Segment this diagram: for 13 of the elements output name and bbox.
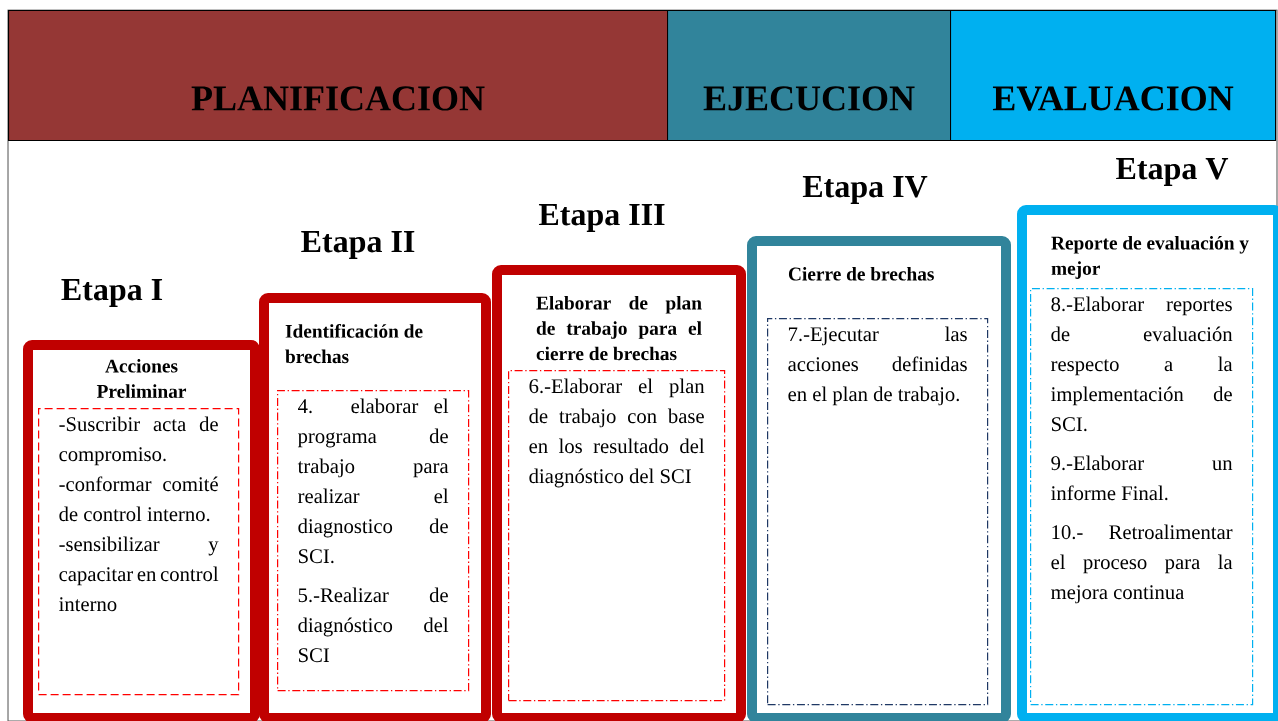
phase-band: EVALUACION xyxy=(950,10,1277,142)
step-box: -Suscribir acta de compromiso. -conformar comité de control interno. -sensibilizar y capacitar en control interno xyxy=(38,408,240,696)
step-box: 6.-Elaborar el plan de trabajo con base en los resultado del diagnóstico del SCI xyxy=(508,370,726,702)
stage-title: Etapa IV xyxy=(802,176,928,204)
stage-title: Etapa II xyxy=(301,231,415,259)
step-box: 8.-Elaborar reportes de evaluación respecto a la implementación de SCI. 9.-Elaborar un informe Final. 10.- Retroalimentar el proceso para la mejora continua xyxy=(1030,288,1254,706)
stage-title: Etapa I xyxy=(61,279,163,307)
step-box: 7.-Ejecutar las acciones definidas en el plan de trabajo. xyxy=(767,318,989,706)
stage-title: Etapa V xyxy=(1116,158,1229,186)
phase-band: EJECUCION xyxy=(667,10,952,142)
step-box: 4. elaborar el programa de trabajo para realizar el diagnostico de SCI. 5.-Realizar de diagnóstico del SCI xyxy=(277,390,470,692)
phase-band: PLANIFICACION xyxy=(8,10,669,142)
stage-title: Etapa III xyxy=(538,204,665,232)
